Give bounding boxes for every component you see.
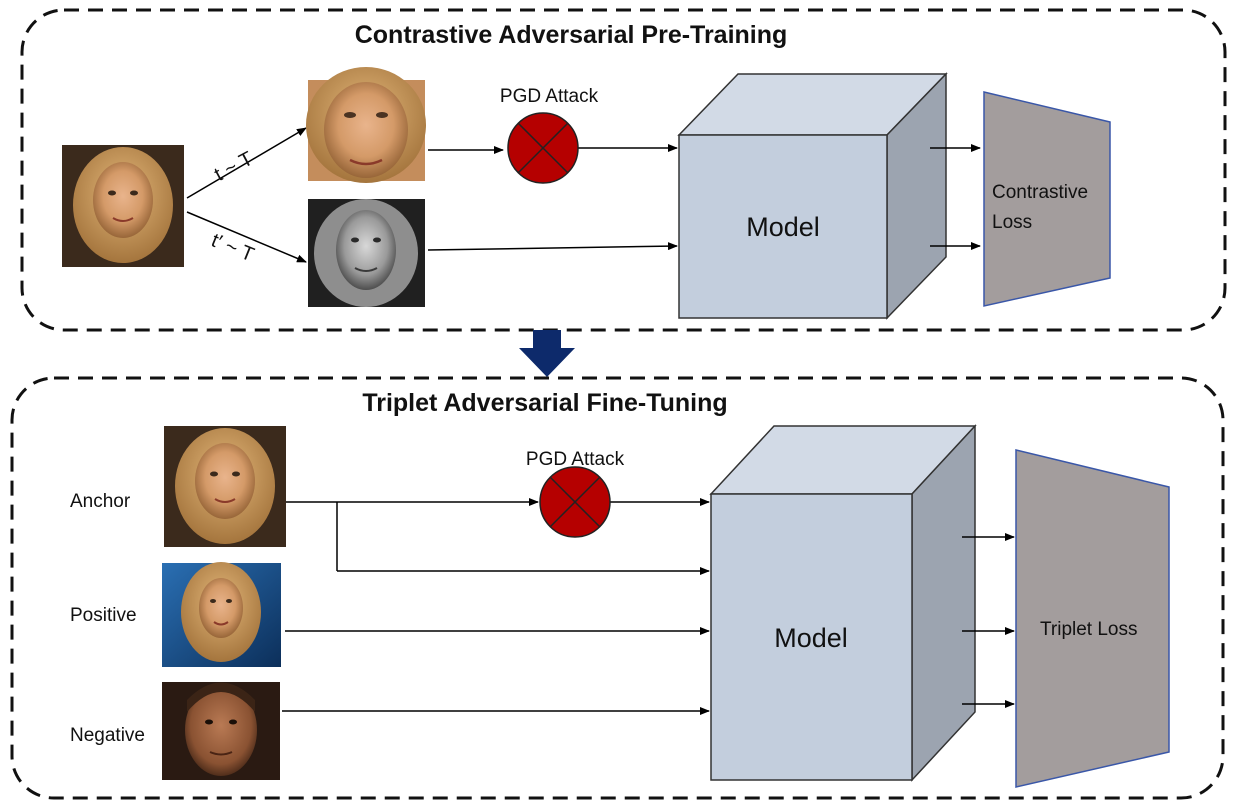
pgd-attack-label-top: PGD Attack xyxy=(500,86,599,107)
svg-text:Contrastive: Contrastive xyxy=(992,182,1088,203)
model-label-top: Model xyxy=(746,212,820,242)
pretraining-panel: Contrastive Adversarial Pre-Training t ~… xyxy=(20,8,1227,332)
finetuning-title: Triplet Adversarial Fine-Tuning xyxy=(362,389,727,417)
augmented-view-grayscale xyxy=(308,199,425,307)
finetuning-panel-border xyxy=(10,376,1225,800)
source-face-image xyxy=(62,145,184,267)
anchor-label: Anchor xyxy=(70,491,131,512)
positive-label: Positive xyxy=(70,605,137,626)
triplet-loss-block: Triplet Loss xyxy=(1015,449,1170,788)
finetuning-panel: Triplet Adversarial Fine-Tuning Anchor P… xyxy=(10,376,1225,800)
contrastive-loss-block: Contrastive Loss xyxy=(983,91,1111,307)
circled-x-icon xyxy=(507,112,579,184)
down-arrow-icon xyxy=(519,330,575,377)
anchor-face-image xyxy=(164,426,286,547)
pretraining-title: Contrastive Adversarial Pre-Training xyxy=(355,21,788,49)
negative-label: Negative xyxy=(70,725,145,746)
augment-arrow-1 xyxy=(186,127,307,199)
augment-arrow-2 xyxy=(186,211,307,263)
augmented-view-color-crop xyxy=(306,67,426,183)
svg-text:Triplet Loss: Triplet Loss xyxy=(1040,619,1138,640)
pgd-attack-label-bottom: PGD Attack xyxy=(526,449,625,470)
pretraining-panel-border xyxy=(20,8,1227,332)
negative-face-image xyxy=(162,682,280,780)
transform-t-prime-label: t′ ~ T xyxy=(208,230,257,267)
model-cube-bottom: Model xyxy=(709,424,977,782)
view2-to-model-arrow xyxy=(427,242,678,251)
model-label-bottom: Model xyxy=(774,623,848,653)
svg-text:Loss: Loss xyxy=(992,212,1032,233)
positive-face-image xyxy=(162,562,281,667)
circled-x-icon xyxy=(539,466,611,538)
model-cube-top: Model xyxy=(677,72,948,320)
transform-t-label: t ~ T xyxy=(211,148,257,186)
